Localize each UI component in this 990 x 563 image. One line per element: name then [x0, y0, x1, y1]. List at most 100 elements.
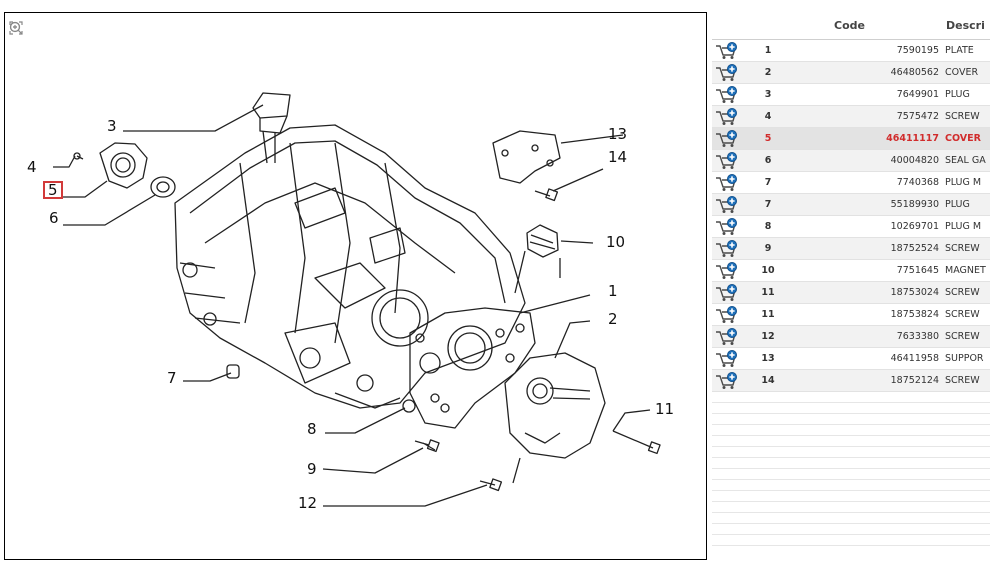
callout-14[interactable]: 14	[608, 148, 628, 166]
part-code[interactable]: 18752124	[792, 369, 945, 392]
add-to-cart-button[interactable]	[712, 303, 744, 326]
part-code[interactable]: 18752524	[792, 237, 945, 260]
part-code[interactable]: 7590195	[792, 39, 945, 62]
zoom-in-icon[interactable]	[9, 21, 23, 53]
callout-9[interactable]: 9	[307, 460, 317, 478]
part-code[interactable]: 7575472	[792, 105, 945, 128]
cart-add-icon[interactable]	[715, 261, 744, 280]
cart-add-icon[interactable]	[715, 107, 744, 126]
cart-add-icon[interactable]	[715, 195, 744, 214]
cart-add-icon[interactable]	[715, 305, 744, 324]
ref-number: 13	[744, 347, 792, 370]
cart-add-icon[interactable]	[715, 41, 744, 60]
part-description: SCREW	[945, 237, 990, 260]
add-to-cart-button[interactable]	[712, 61, 744, 84]
zoom-out-icon[interactable]	[9, 21, 23, 71]
cart-add-icon[interactable]	[715, 349, 744, 368]
add-to-cart-button[interactable]	[712, 149, 744, 172]
part-description: PLUG M	[945, 171, 990, 194]
add-to-cart-button[interactable]	[712, 127, 744, 150]
ref-number: 11	[744, 281, 792, 304]
part-code[interactable]: 7633380	[792, 325, 945, 348]
cart-add-icon[interactable]	[715, 173, 744, 192]
cart-add-icon[interactable]	[715, 129, 744, 148]
add-to-cart-button[interactable]	[712, 281, 744, 304]
part-code[interactable]: 18753024	[792, 281, 945, 304]
callout-11[interactable]: 11	[655, 400, 675, 418]
cart-add-icon[interactable]	[715, 151, 744, 170]
callout-7[interactable]: 7	[167, 369, 177, 387]
part-code[interactable]: 46480562	[792, 61, 945, 84]
empty-row	[712, 512, 990, 524]
empty-row	[712, 479, 990, 491]
cart-add-icon[interactable]	[715, 371, 744, 390]
callout-4[interactable]: 4	[27, 158, 37, 176]
cart-add-icon[interactable]	[715, 283, 744, 302]
cart-add-icon[interactable]	[715, 63, 744, 82]
part-description: MAGNET	[945, 259, 990, 282]
add-to-cart-button[interactable]	[712, 215, 744, 238]
ref-number: 12	[744, 325, 792, 348]
add-to-cart-button[interactable]	[712, 83, 744, 106]
part-code[interactable]: 40004820	[792, 149, 945, 172]
part-code[interactable]: 10269701	[792, 215, 945, 238]
add-to-cart-button[interactable]	[712, 105, 744, 128]
header-description[interactable]: Descri	[945, 12, 990, 40]
add-to-cart-button[interactable]	[712, 39, 744, 62]
callout-3[interactable]: 3	[107, 117, 117, 135]
callout-5-highlighted[interactable]: 5	[43, 181, 63, 199]
cart-add-icon[interactable]	[715, 217, 744, 236]
header-ref	[744, 12, 792, 40]
cart-add-icon[interactable]	[715, 327, 744, 346]
callout-2[interactable]: 2	[608, 310, 618, 328]
cart-add-icon[interactable]	[715, 85, 744, 104]
part-code[interactable]: 46411117	[792, 127, 945, 150]
add-to-cart-button[interactable]	[712, 193, 744, 216]
header-code[interactable]: Code	[792, 12, 945, 40]
add-to-cart-button[interactable]	[712, 171, 744, 194]
callout-10[interactable]: 10	[606, 233, 626, 251]
callout-1[interactable]: 1	[608, 282, 618, 300]
part-code[interactable]: 55189930	[792, 193, 945, 216]
add-to-cart-button[interactable]	[712, 369, 744, 392]
part-description: PLUG M	[945, 215, 990, 238]
ref-number: 1	[744, 39, 792, 62]
part-code[interactable]: 7649901	[792, 83, 945, 106]
add-to-cart-button[interactable]	[712, 325, 744, 348]
callout-8[interactable]: 8	[307, 420, 317, 438]
empty-row	[712, 413, 990, 425]
add-to-cart-button[interactable]	[712, 237, 744, 260]
empty-row	[712, 446, 990, 458]
callout-13[interactable]: 13	[608, 125, 628, 143]
fullscreen-icon[interactable]	[9, 21, 23, 35]
part-code[interactable]: 18753824	[792, 303, 945, 326]
cart-add-icon[interactable]	[715, 239, 744, 258]
ref-number: 8	[744, 215, 792, 238]
table-header-row: Code Descri	[712, 12, 990, 40]
callout-6[interactable]: 6	[49, 209, 59, 227]
ref-number: 9	[744, 237, 792, 260]
part-code[interactable]: 7740368	[792, 171, 945, 194]
part-code[interactable]: 46411958	[792, 347, 945, 370]
callout-12[interactable]: 12	[298, 494, 318, 512]
add-to-cart-button[interactable]	[712, 259, 744, 282]
part-code[interactable]: 7751645	[792, 259, 945, 282]
add-to-cart-button[interactable]	[712, 347, 744, 370]
